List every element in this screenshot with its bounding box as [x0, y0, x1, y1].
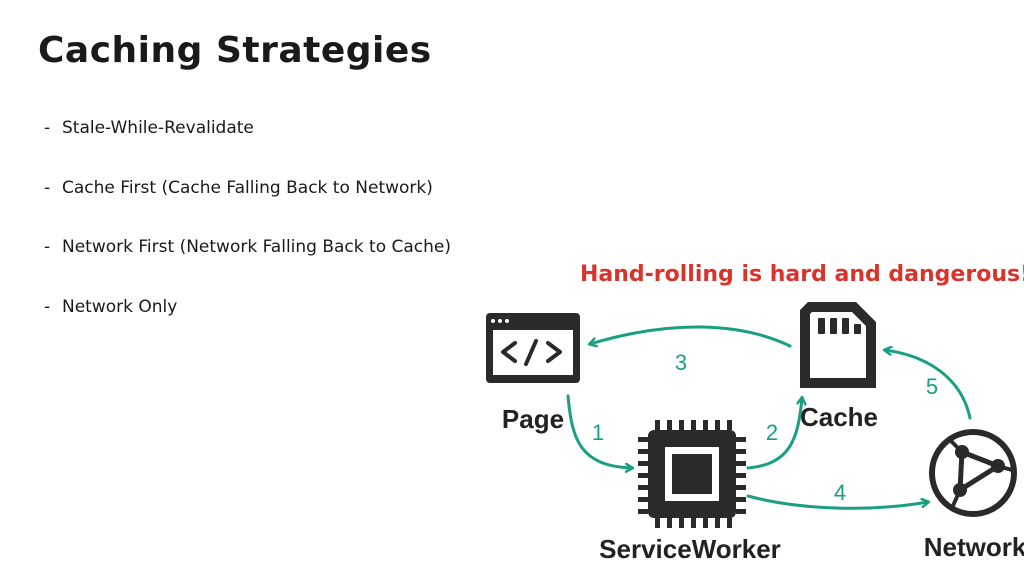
list-item: -Network First (Network Falling Back to … [44, 237, 451, 257]
warning-text: Hand-rolling is hard and dangerous! [580, 262, 1024, 287]
strategy-label: Network Only [62, 296, 178, 317]
slide-title: Caching Strategies [38, 30, 432, 71]
edge-label-1: 1 [592, 420, 604, 445]
edge-2-arrow [746, 398, 802, 470]
edge-label-5: 5 [926, 374, 938, 399]
strategy-label: Network First (Network Falling Back to C… [62, 237, 451, 257]
strategy-label: Cache First (Cache Falling Back to Netwo… [62, 177, 433, 198]
node-label-network: Network [924, 532, 1024, 562]
code-window-icon [486, 313, 580, 383]
edge-5-arrow [885, 350, 972, 420]
node-label-page: Page [502, 404, 564, 434]
edge-label-2: 2 [766, 420, 778, 445]
chip-icon [638, 420, 746, 528]
edge-4-arrow [746, 494, 928, 510]
sd-card-icon [800, 302, 876, 388]
strategy-label: Stale-While-Revalidate [62, 118, 254, 138]
list-item: -Cache First (Cache Falling Back to Netw… [44, 177, 433, 198]
edge-3-arrow [590, 325, 792, 348]
list-item: -Network Only [44, 296, 178, 317]
edge-label-3: 3 [675, 350, 687, 375]
network-globe-icon [929, 429, 1017, 517]
edge-label-4: 4 [834, 480, 846, 505]
list-item: -Stale-While-Revalidate [44, 118, 254, 138]
node-label-serviceworker: ServiceWorker [599, 534, 781, 564]
edge-1-arrow [566, 394, 632, 468]
node-label-cache: Cache [800, 402, 878, 432]
strategy-list: -Stale-While-Revalidate -Cache First (Ca… [44, 116, 451, 354]
